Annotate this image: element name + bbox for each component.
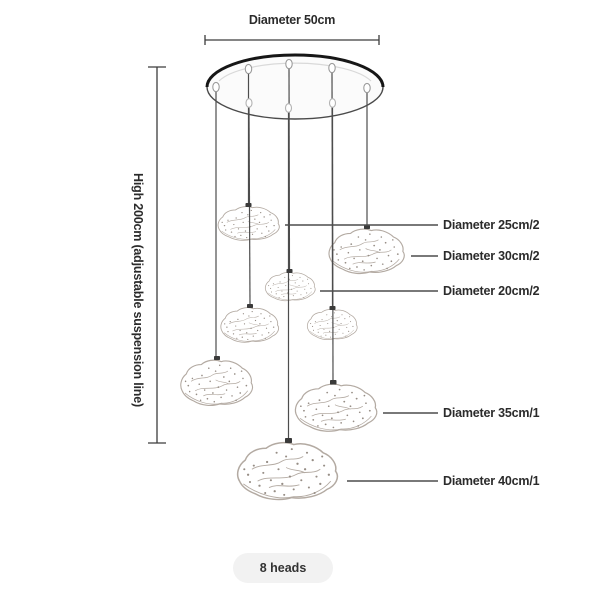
- canopy-diameter-label: Diameter 50cm: [248, 13, 336, 27]
- shade-35cm: [294, 383, 378, 432]
- canopy-cord-grommets: [212, 58, 371, 113]
- shade-size-label-25cm: Diameter 25cm/2: [443, 218, 540, 232]
- shade-25cm-a: [217, 206, 280, 241]
- height-dimension-label: High 200cm (adjustable suspension line): [131, 173, 145, 407]
- shade-20cm-a: [264, 271, 316, 302]
- shade-size-label-40cm: Diameter 40cm/1: [443, 474, 540, 488]
- shade-size-label-20cm: Diameter 20cm/2: [443, 284, 540, 298]
- shade-30cm-a: [328, 228, 405, 275]
- heads-count-badge: 8 heads: [233, 553, 333, 583]
- shade-size-label-35cm: Diameter 35cm/1: [443, 406, 540, 420]
- label-leader-lines: [285, 224, 438, 482]
- glass-shades: [180, 206, 405, 501]
- shade-20cm-b: [306, 309, 358, 340]
- height-measure: [148, 66, 166, 444]
- shade-connectors: [214, 203, 370, 443]
- canopy-diameter-measure: [204, 35, 380, 45]
- shade-size-label-30cm: Diameter 30cm/2: [443, 249, 540, 263]
- shade-30cm-b: [180, 359, 254, 406]
- shade-25cm-b: [220, 307, 280, 343]
- shade-40cm: [236, 441, 339, 501]
- ceiling-canopy: [205, 53, 385, 120]
